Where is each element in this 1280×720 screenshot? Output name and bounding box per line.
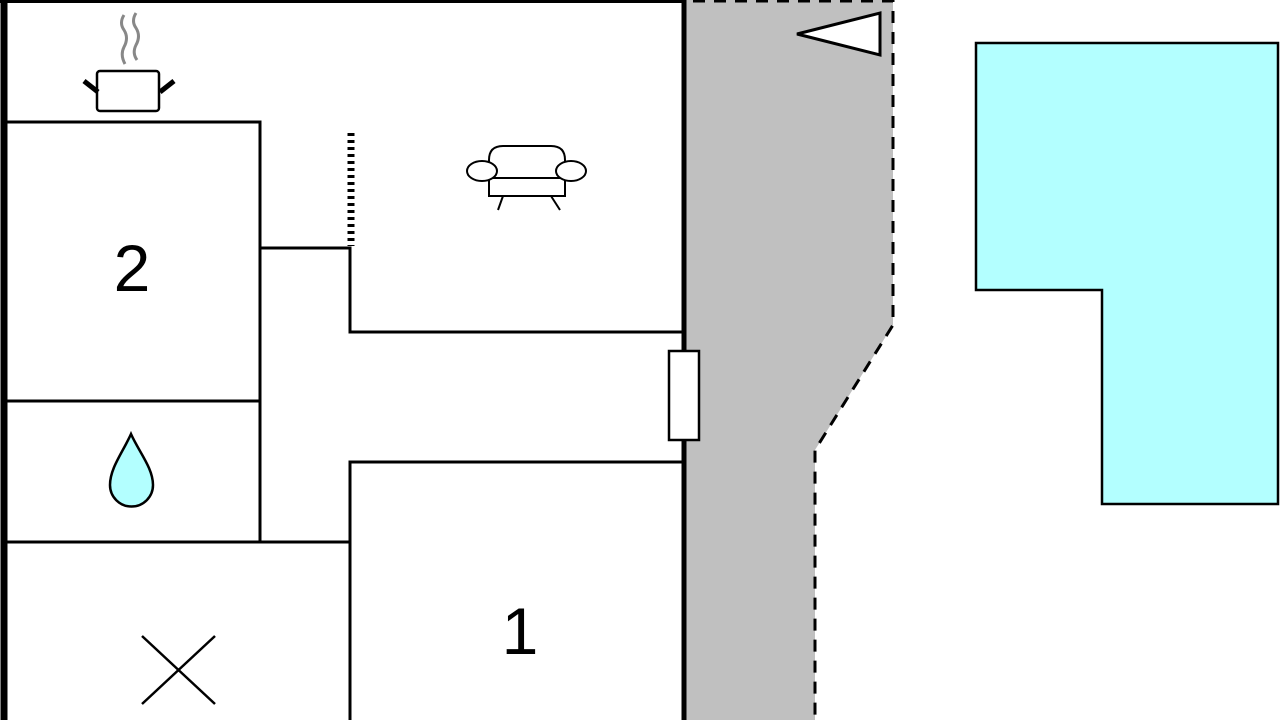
kitchen-pot-icon [82,12,176,113]
room-label-2: 2 [114,231,151,305]
door-icon [667,349,701,442]
terrace-dashed-border [693,0,895,720]
terrace-area [686,0,893,720]
north-triangle-icon [796,11,882,57]
cross-icon [141,635,216,705]
interior-walls [4,120,684,720]
sofa-icon [466,145,587,211]
pool [974,41,1280,506]
water-drop-icon [108,430,155,508]
room-label-1: 1 [502,594,539,668]
